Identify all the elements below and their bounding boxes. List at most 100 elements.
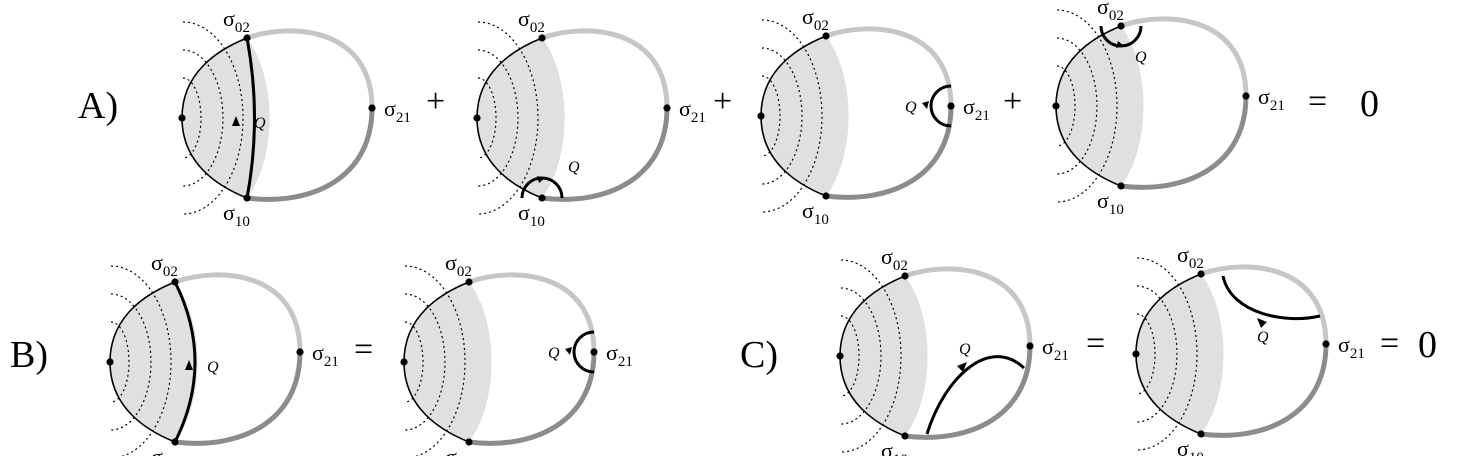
shaded-region (477, 38, 565, 198)
q-label: Q (959, 341, 971, 358)
dark-boundary (1200, 343, 1329, 438)
row-a-plus-1: + (426, 83, 445, 120)
vertex-left (106, 358, 114, 366)
q-arrow (1116, 41, 1124, 48)
q-label: Q (548, 345, 560, 362)
vertex-s02 (901, 272, 909, 280)
sigma-10-label: σ10 (151, 444, 178, 456)
q-label: Q (568, 159, 580, 176)
vertex-s10 (1117, 182, 1125, 190)
sigma-10-label: σ10 (223, 200, 250, 230)
q-label: Q (207, 359, 219, 376)
vertex-s21 (368, 104, 376, 112)
sigma-02-label: σ02 (518, 6, 545, 36)
vertex-left (178, 114, 186, 122)
dotted-arc (110, 321, 130, 403)
sigma-21-label: σ21 (384, 96, 411, 126)
light-boundary (1200, 264, 1329, 345)
sigma-10-label: σ10 (1097, 188, 1124, 218)
row-label-b: B) (10, 334, 48, 376)
dark-boundary (246, 107, 375, 202)
q-arrow (537, 176, 545, 183)
vertex-s02 (465, 278, 473, 286)
vertex-left (836, 352, 844, 360)
light-boundary (246, 28, 375, 109)
shaded-region (1136, 274, 1224, 434)
vertex-s21 (296, 348, 304, 356)
light-boundary (468, 272, 597, 353)
vertex-s10 (538, 194, 546, 202)
sigma-21-label: σ21 (312, 340, 339, 370)
dotted-arc (1136, 313, 1156, 395)
row-label-a: A) (78, 85, 118, 127)
dotted-arc (761, 47, 803, 185)
vertex-left (1132, 350, 1140, 358)
sigma-10-label: σ10 (1177, 436, 1204, 456)
row-a-plus-3: + (1003, 83, 1022, 120)
light-boundary (1120, 16, 1249, 97)
sigma-10-label: σ10 (802, 198, 829, 228)
q-contour (1221, 275, 1321, 320)
sigma-21-label: σ21 (963, 94, 990, 124)
vertex-s21 (663, 104, 671, 112)
row-c-equals-2: = (1380, 325, 1399, 362)
vertex-s21 (1322, 340, 1330, 348)
vertex-s10 (822, 192, 830, 200)
dotted-arc (110, 293, 152, 431)
dotted-arc (477, 49, 519, 187)
sigma-21-label: σ21 (679, 96, 706, 126)
dark-boundary (825, 105, 954, 200)
q-loop (929, 84, 952, 128)
q-arrow (922, 101, 929, 109)
shaded-region (840, 276, 928, 436)
sigma-02-label: σ02 (1177, 242, 1204, 272)
shaded-region (110, 282, 198, 442)
vertex-s21 (1026, 342, 1034, 350)
sigma-10-label: σ10 (445, 444, 472, 456)
vertex-left (1052, 102, 1060, 110)
sigma-02-label: σ02 (445, 250, 472, 280)
shaded-region (182, 38, 270, 198)
row-a-result: 0 (1360, 83, 1379, 125)
vertex-s02 (538, 34, 546, 42)
dotted-arc (840, 287, 882, 425)
q-label: Q (1135, 49, 1147, 66)
q-arrow (565, 347, 572, 355)
dark-boundary (541, 107, 670, 202)
light-boundary (825, 26, 954, 107)
vertex-s21 (1242, 92, 1250, 100)
vertex-left (400, 358, 408, 366)
dotted-arc (1056, 37, 1098, 175)
shaded-region (404, 282, 492, 442)
dark-boundary (468, 351, 597, 446)
sigma-21-label: σ21 (1042, 334, 1069, 364)
shaded-region (1056, 26, 1144, 186)
q-label: Q (905, 99, 917, 116)
vertex-left (473, 114, 481, 122)
dotted-arc (840, 315, 860, 397)
row-a-equals: = (1308, 83, 1327, 120)
dotted-arc (1136, 285, 1178, 423)
sigma-21-label: σ21 (1338, 332, 1365, 362)
sigma-02-label: σ02 (151, 250, 178, 280)
vertex-s21 (947, 102, 955, 110)
shaded-region (761, 36, 849, 196)
light-boundary (174, 272, 303, 353)
q-arrow (957, 362, 967, 372)
dark-boundary (1120, 95, 1249, 190)
row-c-result: 0 (1418, 324, 1437, 366)
sigma-21-label: σ21 (1258, 84, 1285, 114)
dotted-arc (182, 49, 224, 187)
vertex-s02 (1117, 22, 1125, 30)
q-contour (925, 355, 1026, 435)
vertex-s10 (1197, 430, 1205, 438)
q-arrow (1257, 318, 1267, 328)
row-a-plus-2: + (713, 83, 732, 120)
dotted-arc (1056, 65, 1076, 147)
q-loop (572, 330, 595, 374)
q-contour (173, 281, 197, 443)
